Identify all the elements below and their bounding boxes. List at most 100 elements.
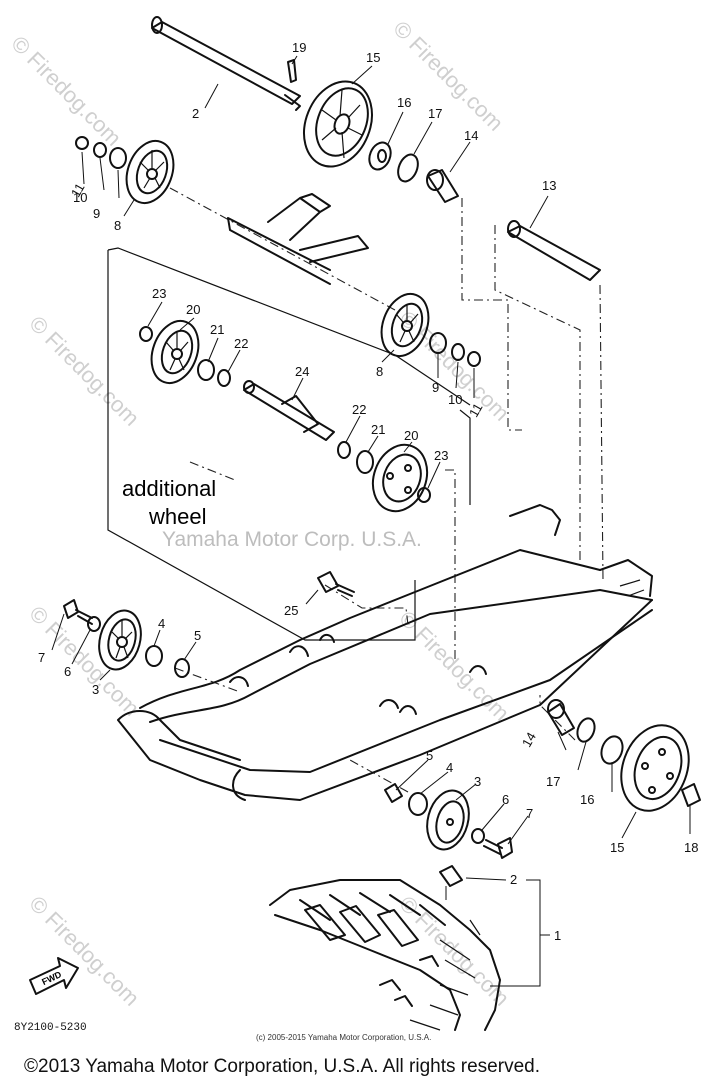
forward-direction-arrow: FWD	[29, 957, 79, 995]
cap	[681, 783, 701, 807]
slide-rail-wheel-right	[426, 789, 470, 851]
circlip	[384, 783, 403, 803]
watermark-firedog: © Firedog.com	[24, 311, 144, 431]
watermark-yamaha: Yamaha Motor Corp. U.S.A.	[162, 528, 422, 551]
collar	[427, 169, 459, 203]
fine-print-copyright: (c) 2005-2015 Yamaha Motor Corporation, …	[256, 1033, 431, 1042]
callout-14: 14	[464, 128, 478, 143]
washer	[93, 142, 107, 158]
callout-23: 23	[434, 448, 448, 463]
bearing	[429, 332, 447, 354]
callout-16: 16	[580, 792, 594, 807]
tube	[507, 220, 601, 281]
ring	[397, 153, 419, 183]
bolt	[483, 837, 513, 859]
callout-17: 17	[546, 774, 560, 789]
callout-25: 25	[284, 603, 298, 618]
washer	[451, 343, 465, 361]
callout-22: 22	[352, 402, 366, 417]
callout-19: 19	[292, 40, 306, 55]
rear-idler-wheel-bottom	[620, 724, 690, 812]
track-clip	[439, 865, 463, 887]
bearing	[145, 645, 163, 667]
track-belt	[269, 879, 501, 1031]
callout-4: 4	[446, 760, 453, 775]
callout-20: 20	[404, 428, 418, 443]
additional-wheel-right	[371, 443, 429, 513]
callout-16: 16	[397, 95, 411, 110]
callout-6: 6	[502, 792, 509, 807]
callout-leaders	[51, 55, 691, 987]
callout-11: 11	[68, 181, 88, 200]
bearing	[600, 735, 624, 765]
callout-3: 3	[474, 774, 481, 789]
assembly-center-lines	[169, 187, 604, 793]
additional-wheel-left	[150, 320, 200, 384]
additional-wheel-kit-outline	[107, 247, 471, 641]
slide-rail-wheel-left	[98, 609, 142, 671]
callout-9: 9	[93, 206, 100, 221]
callout-15: 15	[366, 50, 380, 65]
callout-7: 7	[38, 650, 45, 665]
bearing	[408, 792, 428, 816]
callout-3: 3	[92, 682, 99, 697]
circlip	[75, 136, 89, 150]
callout-5: 5	[194, 628, 201, 643]
callout-9: 9	[432, 380, 439, 395]
watermark-firedog: © Firedog.com	[6, 31, 126, 151]
callout-23: 23	[152, 286, 166, 301]
callout-2: 2	[510, 872, 517, 887]
cotter-pin	[287, 59, 297, 83]
bearing	[368, 141, 392, 171]
bearing	[109, 147, 127, 169]
slide-rail-frame	[117, 504, 653, 801]
note-line-1: additional	[122, 476, 216, 501]
bearing	[356, 450, 374, 474]
callout-20: 20	[186, 302, 200, 317]
idler-wheel-front	[125, 140, 175, 204]
callout-labels: 19 15 2 16 17 14 11 10 9 8 13 23 20 21 2…	[38, 40, 698, 943]
callout-14: 14	[519, 730, 539, 750]
collar-end	[547, 699, 565, 719]
watermark-firedog: © Firedog.com	[24, 891, 144, 1011]
callout-1: 1	[554, 928, 561, 943]
circlip	[467, 351, 481, 367]
callout-11: 11	[466, 401, 486, 420]
wheel-shaft	[243, 380, 335, 441]
callout-6: 6	[64, 664, 71, 679]
callout-21: 21	[371, 422, 385, 437]
callout-8: 8	[376, 364, 383, 379]
copyright-footer: ©2013 Yamaha Motor Corporation, U.S.A. A…	[24, 1056, 540, 1077]
callout-8: 8	[114, 218, 121, 233]
collar-end	[426, 169, 444, 191]
rear-arm-frame	[227, 193, 369, 285]
callout-21: 21	[210, 322, 224, 337]
circlip	[139, 326, 153, 342]
rear-axle-shaft	[151, 16, 301, 111]
watermark-firedog: © Firedog.com	[388, 16, 508, 136]
ring	[576, 717, 596, 743]
callout-7: 7	[526, 806, 533, 821]
note-line-2: wheel	[148, 504, 206, 529]
callout-17: 17	[428, 106, 442, 121]
washer	[337, 441, 351, 459]
bolt	[317, 571, 355, 597]
collar	[547, 703, 575, 736]
kit-outline-edge	[394, 354, 471, 406]
callout-10: 10	[73, 190, 87, 205]
washer	[471, 828, 485, 844]
callout-5: 5	[426, 748, 433, 763]
additional-wheel-note: additional wheel	[122, 476, 216, 529]
callout-4: 4	[158, 616, 165, 631]
callout-2: 2	[192, 106, 199, 121]
bolt	[63, 599, 93, 625]
fwd-label: FWD	[40, 969, 63, 987]
callout-24: 24	[295, 364, 309, 379]
callout-18: 18	[684, 840, 698, 855]
circlip	[174, 658, 190, 678]
washer	[87, 616, 101, 632]
callout-13: 13	[542, 178, 556, 193]
callout-15: 15	[610, 840, 624, 855]
callout-22: 22	[234, 336, 248, 351]
